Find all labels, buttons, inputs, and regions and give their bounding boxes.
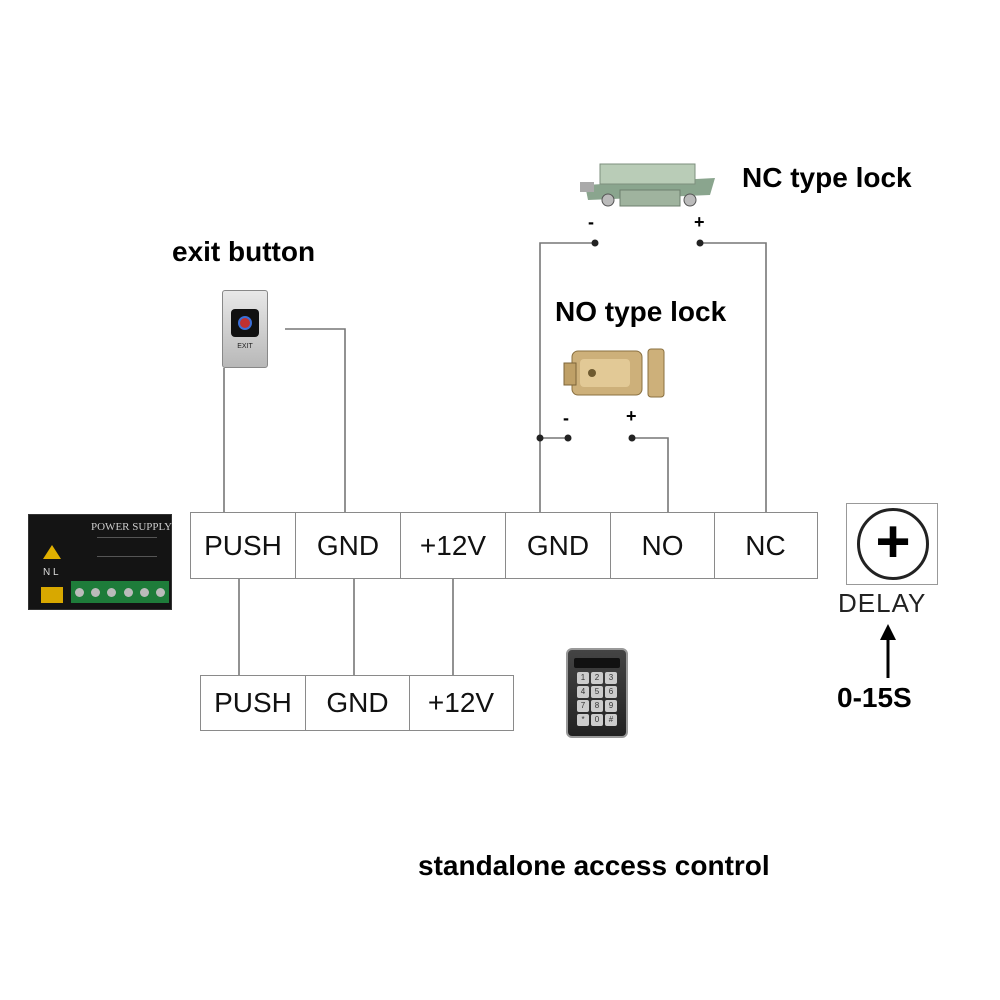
- main-terminal-gnd: GND: [296, 513, 401, 578]
- wire-no-lock-plus: [632, 437, 669, 512]
- main-terminal-gnd-lock: GND: [506, 513, 611, 578]
- wire-exit-gnd: [285, 328, 346, 512]
- power-supply-terminal-text: N L: [43, 567, 59, 578]
- keypad-key: 8: [591, 700, 603, 712]
- controller-terminal-12v: +12V: [427, 687, 495, 718]
- main-terminal-push: PUSH: [191, 513, 296, 578]
- keypad-key: 0: [591, 714, 603, 726]
- keypad-device-image: 1 2 3 4 5 6 7 8 9 * 0 #: [566, 648, 628, 738]
- delay-knob[interactable]: +: [857, 508, 929, 580]
- junction-dot: [591, 239, 599, 247]
- exit-button-device: EXIT: [222, 290, 268, 368]
- warning-icon: [43, 545, 61, 559]
- no-lock-plus-sign: +: [626, 406, 637, 426]
- nc-lock-image: [580, 163, 715, 207]
- exit-button-text: EXIT: [237, 343, 253, 350]
- keypad-key: #: [605, 714, 617, 726]
- delay-range-label: 0-15S: [837, 682, 912, 713]
- power-supply-image: POWER SUPPLY N L: [28, 514, 172, 610]
- power-supply-terminal-block: [71, 581, 169, 603]
- wire-nc-lock-plus: [700, 242, 767, 512]
- delay-knob-box[interactable]: +: [846, 503, 938, 585]
- nc-lock-minus-sign: -: [588, 212, 594, 232]
- main-terminal-strip: PUSH GND +12V GND NO NC: [190, 512, 818, 579]
- keypad-key: *: [577, 714, 589, 726]
- main-terminal-12v: +12V: [401, 513, 506, 578]
- no-lock-image: [563, 348, 665, 398]
- exit-button-face: [231, 309, 259, 337]
- main-terminal-no: NO: [611, 513, 715, 578]
- keypad-display: [574, 658, 620, 668]
- controller-terminal-gnd: GND: [306, 676, 410, 730]
- nc-lock-label: NC type lock: [742, 162, 912, 193]
- keypad-key: 9: [605, 700, 617, 712]
- no-lock-label: NO type lock: [555, 296, 727, 327]
- junction-dot: [628, 434, 636, 442]
- keypad-key: 7: [577, 700, 589, 712]
- sensor-icon: [238, 316, 252, 330]
- delay-adjust-plus-icon: +: [875, 508, 911, 575]
- keypad-key: 3: [605, 672, 617, 684]
- exit-button-label: exit button: [172, 236, 316, 267]
- keypad-key: 1: [577, 672, 589, 684]
- controller-terminal-push: PUSH: [201, 676, 306, 730]
- delay-arrow-head: [880, 624, 896, 640]
- controller-terminal-strip: PUSH GND +12V: [200, 675, 514, 731]
- delay-label: DELAY: [838, 588, 927, 618]
- footer-caption: standalone access control: [418, 850, 770, 881]
- power-supply-title: POWER SUPPLY: [91, 521, 173, 533]
- nc-lock-plus-sign: +: [694, 212, 705, 232]
- power-supply-spec-area: [97, 537, 157, 557]
- junction-dot: [536, 434, 544, 442]
- wire-nc-lock-minus: [539, 242, 595, 512]
- no-lock-minus-sign: -: [563, 408, 569, 428]
- junction-dot: [564, 434, 572, 442]
- junction-dot: [696, 239, 704, 247]
- keypad-key: 2: [591, 672, 603, 684]
- main-terminal-nc: NC: [745, 529, 786, 561]
- power-supply-fuse: [41, 587, 63, 603]
- keypad-key: 4: [577, 686, 589, 698]
- keypad-key: 6: [605, 686, 617, 698]
- keypad-key: 5: [591, 686, 603, 698]
